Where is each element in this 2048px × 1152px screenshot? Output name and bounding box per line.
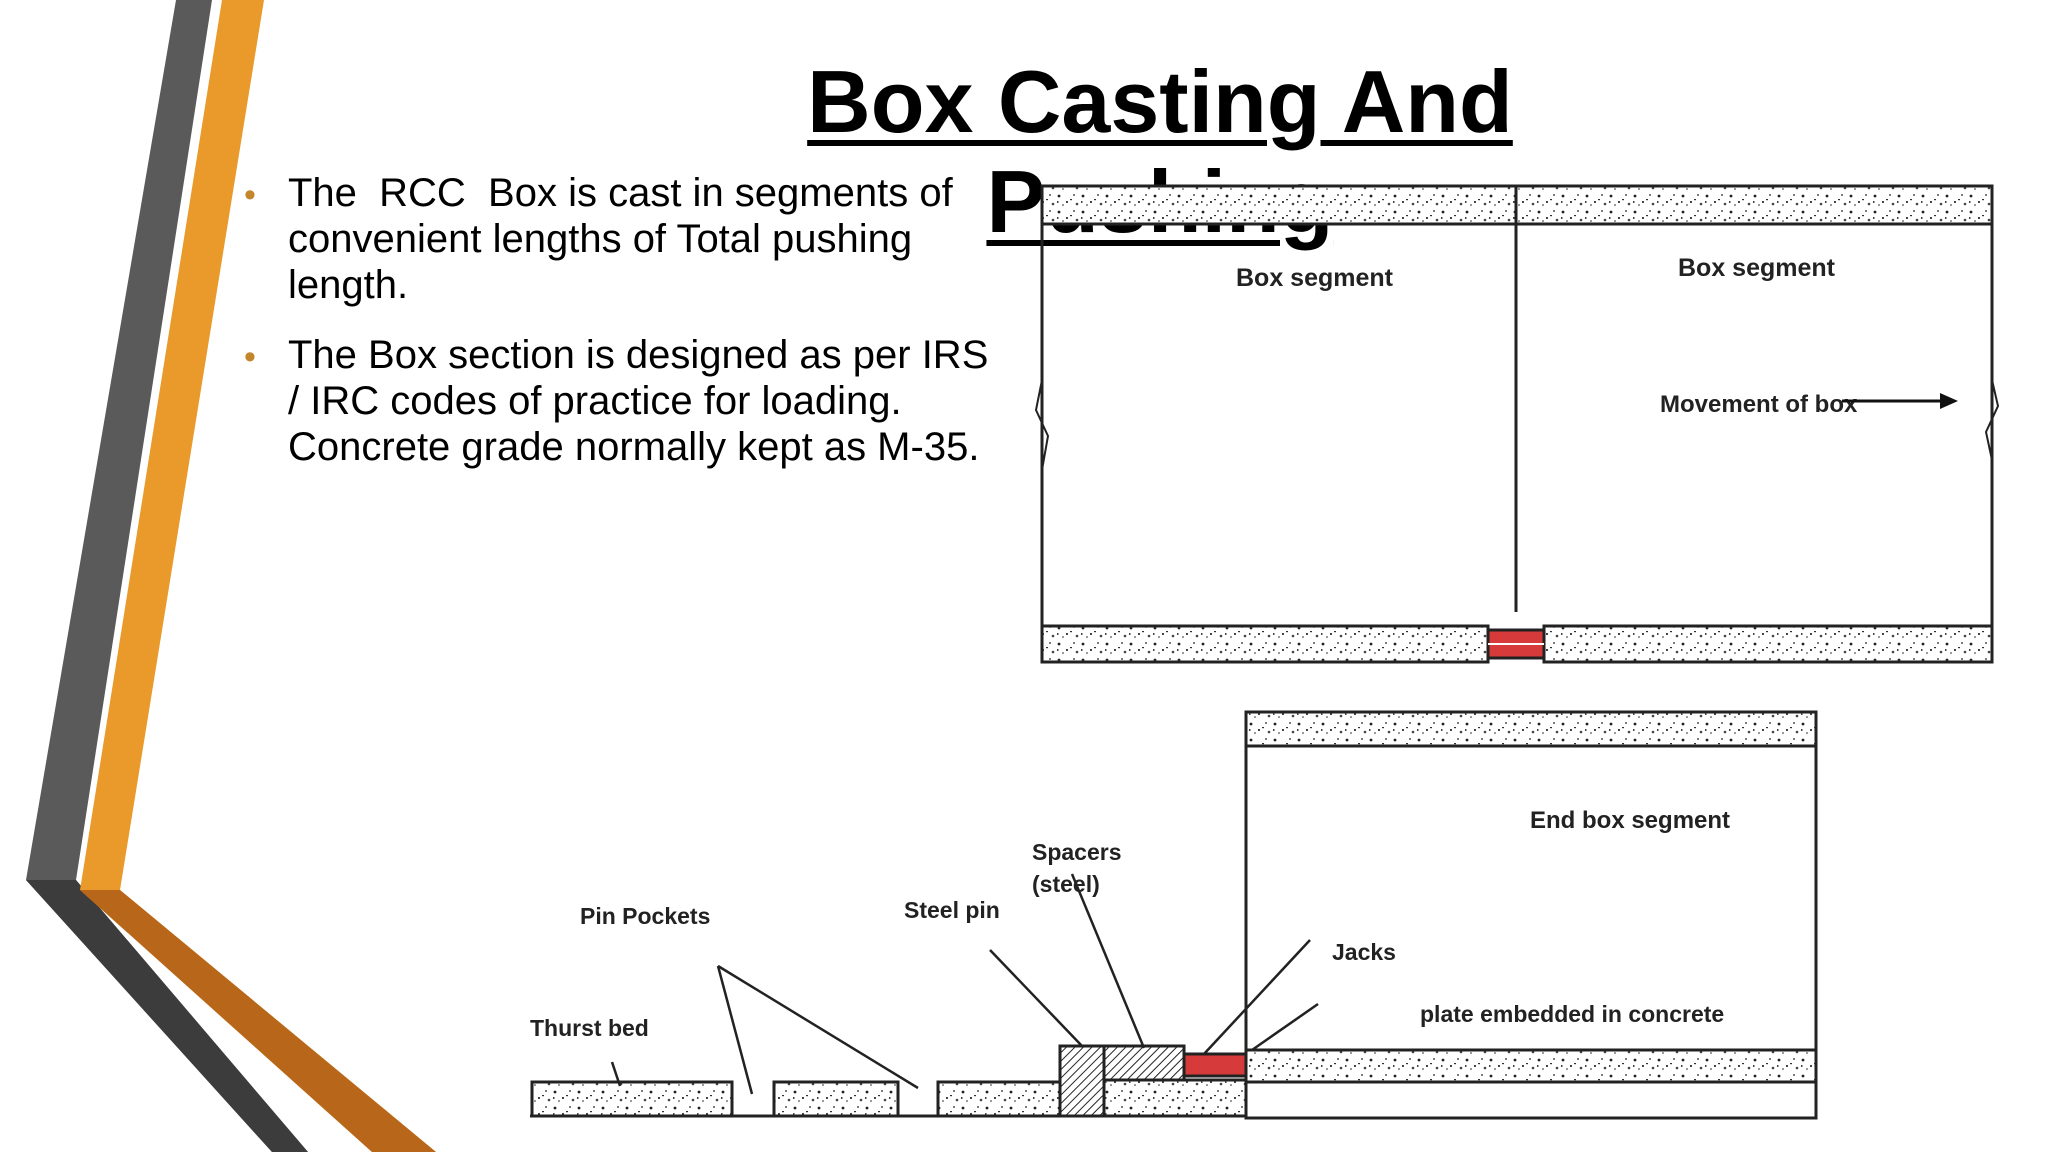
bottom-slab-right	[1542, 624, 1994, 664]
thrust-bed-block-1	[530, 1080, 734, 1118]
grey-stripe	[26, 0, 308, 1152]
movement-label: Movement of box	[1660, 391, 1858, 418]
box-segment-right-label: Box segment	[1678, 254, 1836, 282]
bullet-item: • The RCC Box is cast in segments of con…	[240, 170, 1000, 308]
spacers-label-line1: Spacers	[1032, 839, 1122, 865]
end-box-top-slab	[1244, 710, 1818, 748]
jacks-label: Jacks	[1332, 939, 1396, 965]
end-box-segment-label: End box segment	[1530, 807, 1730, 834]
box-segment-left-label: Box segment	[1236, 264, 1394, 292]
dark-orange-lower-stripe	[80, 890, 436, 1152]
steel-pin-label: Steel pin	[904, 897, 1000, 923]
arrow-right-icon	[1842, 393, 1958, 409]
right-break-line	[1984, 379, 2000, 461]
thrust-bed-block-2	[772, 1080, 900, 1118]
bottom-diagram: End box segment Spacers (steel) Steel pi…	[530, 710, 1818, 1120]
spacers-label-line2: (steel)	[1032, 871, 1100, 897]
bullet-list: • The RCC Box is cast in segments of con…	[240, 170, 1000, 494]
thrust-bed-block-3	[936, 1080, 1062, 1118]
bullet-dot-icon: •	[244, 338, 256, 376]
orange-stripe	[80, 0, 436, 1152]
bullet-text: The Box section is designed as per IRS /…	[288, 333, 1000, 469]
spacer-base	[1102, 1078, 1248, 1118]
plate-embedded-label: plate embedded in concrete	[1420, 1001, 1724, 1027]
end-box-bottom-slab	[1244, 1048, 1818, 1084]
bullet-text: The RCC Box is cast in segments of conve…	[288, 171, 964, 307]
thrust-bed-label: Thurst bed	[530, 1015, 649, 1041]
bottom-slab-left	[1040, 624, 1490, 664]
bullet-item: • The Box section is designed as per IRS…	[240, 332, 1000, 470]
end-box-base	[1244, 1080, 1818, 1120]
spacer-block	[1058, 1044, 1106, 1118]
dark-lower-stripe	[26, 880, 308, 1152]
jack	[1182, 1052, 1248, 1078]
top-diagram: Box segment Box segment Movement of box	[1034, 184, 2000, 664]
bullet-dot-icon: •	[244, 176, 256, 214]
pin-pockets-label: Pin Pockets	[580, 903, 710, 929]
spacer-block-2	[1102, 1044, 1186, 1082]
leader-lines	[610, 873, 1319, 1095]
left-break-line	[1034, 379, 1050, 471]
